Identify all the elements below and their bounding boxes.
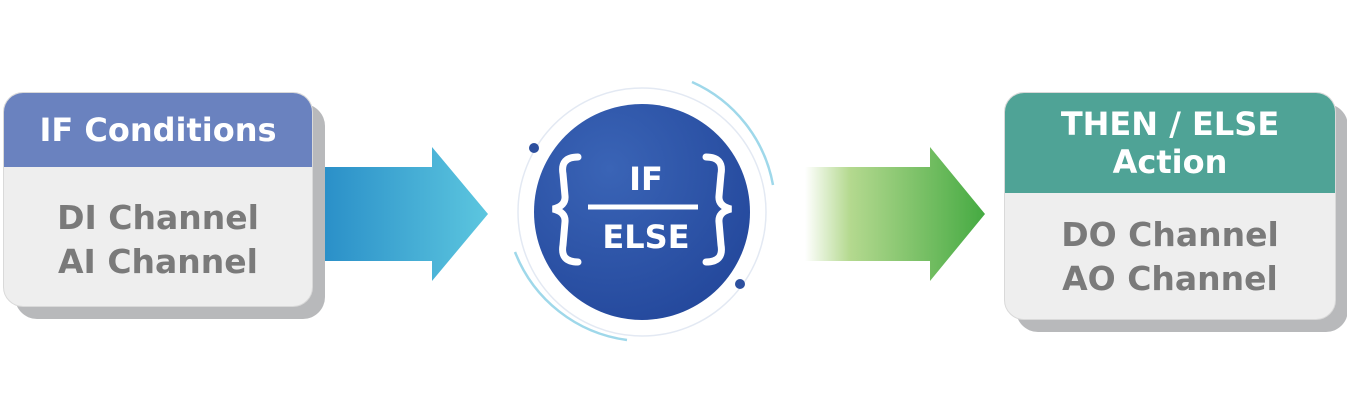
outer-ring [517,87,767,337]
right-brace [702,153,732,266]
then-else-title-line-2: Action [1112,143,1228,181]
ao-channel-label: AO Channel [1062,259,1278,298]
arrow-left [323,147,488,281]
arc-top-right [691,80,775,186]
arc-bottom-left [513,251,628,342]
then-else-action-card: THEN / ELSE Action DO Channel AO Channel [1004,92,1347,332]
left-brace [552,153,582,266]
if-conditions-title: IF Conditions [39,111,277,149]
then-else-header: THEN / ELSE Action [1005,93,1335,193]
card-body: IF Conditions DI Channel AI Channel [3,92,313,307]
else-label: ELSE [602,218,690,256]
card-body: THEN / ELSE Action DO Channel AO Channel [1004,92,1336,320]
ring-dot-right [735,279,745,289]
if-label: IF [629,160,663,198]
if-conditions-card: IF Conditions DI Channel AI Channel [3,92,325,319]
ring-dot-left [529,143,539,153]
center-circle [534,104,750,320]
arrow-right [805,147,985,281]
then-else-list: DO Channel AO Channel [1005,201,1335,313]
if-conditions-list: DI Channel AI Channel [4,179,312,301]
ai-channel-label: AI Channel [58,242,258,281]
then-else-title-line-1: THEN / ELSE [1060,105,1280,143]
if-conditions-header: IF Conditions [4,93,312,167]
di-channel-label: DI Channel [57,198,259,237]
do-channel-label: DO Channel [1061,215,1279,254]
